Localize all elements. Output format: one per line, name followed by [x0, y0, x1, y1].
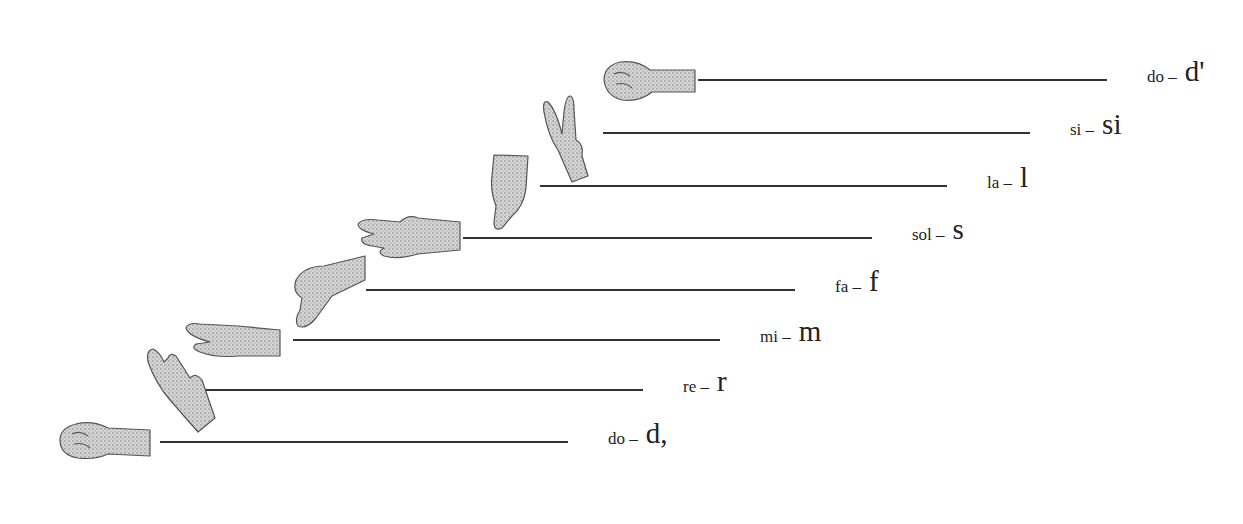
solfa-letter: si: [1102, 109, 1121, 141]
solfa-letter: d,: [646, 418, 668, 450]
fa-hand: [295, 256, 365, 327]
solfa-syllable: do –: [1147, 68, 1177, 87]
step-line: [540, 185, 947, 187]
solfa-syllable: fa –: [835, 278, 861, 297]
la-hand: [492, 155, 529, 229]
si-hand: [544, 96, 589, 182]
step-line: [463, 237, 872, 239]
scale-lines: [160, 80, 1107, 442]
step-line: [603, 132, 1030, 134]
step-line: [160, 441, 568, 443]
step-line: [698, 79, 1107, 81]
mi-hand: [186, 324, 280, 357]
solfa-syllable: do –: [608, 430, 638, 449]
fist-hand: [604, 62, 695, 101]
sol-hand: [358, 217, 460, 258]
fist-hand: [60, 423, 150, 459]
solfa-letter: s: [953, 214, 964, 246]
step-line: [293, 339, 720, 341]
solfa-letter: m: [799, 316, 822, 348]
solfa-syllable: re –: [683, 378, 709, 397]
step-line: [366, 289, 795, 291]
solfa-letter: l: [1020, 162, 1028, 194]
solfa-syllable: si –: [1070, 121, 1094, 140]
fist-fold: [614, 72, 632, 88]
solfa-letter: f: [869, 266, 879, 298]
solfa-syllable: mi –: [760, 328, 791, 347]
solfa-letter: r: [717, 366, 727, 398]
fist-fold: [72, 432, 90, 448]
solfa-syllable: la –: [987, 174, 1012, 193]
solfa-letter: d': [1185, 56, 1205, 88]
re-hand: [148, 349, 215, 432]
step-line: [205, 389, 643, 391]
solfa-syllable: sol –: [912, 226, 945, 245]
